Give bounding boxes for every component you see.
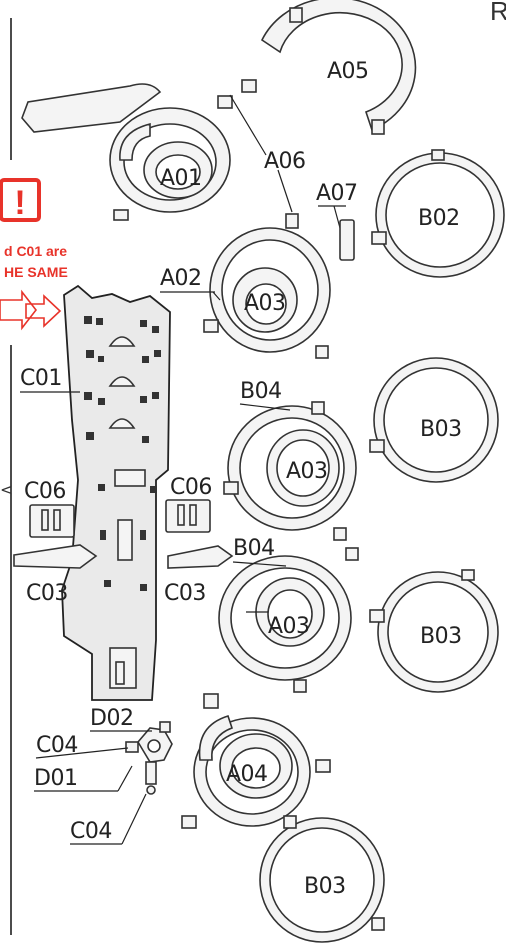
leader-D01-b [117, 765, 133, 792]
leader-A06-b [277, 169, 293, 213]
warning-icon [0, 178, 41, 222]
label-A02: A02 [160, 266, 202, 291]
label-C03-left: C03 [26, 581, 68, 606]
leader-B04-lower [232, 561, 287, 567]
leader-A07-b [333, 205, 341, 229]
left-edge-mark: < [0, 480, 13, 499]
label-C06-left: C06 [24, 479, 66, 504]
part-A05 [241, 0, 417, 135]
leader-A06-a [229, 94, 267, 156]
label-B02: B02 [418, 206, 460, 231]
label-A01: A01 [160, 166, 202, 191]
part-A03-middle [266, 429, 340, 507]
label-A04: A04 [226, 762, 268, 787]
part-A03-lower [255, 577, 325, 647]
part-C03-right [167, 545, 234, 569]
part-B03-middle [369, 569, 499, 693]
warning-line-2: HE SAME [4, 264, 68, 280]
label-D02: D02 [90, 706, 133, 731]
label-A03-middle: A03 [286, 459, 328, 484]
part-B03-lower [259, 815, 385, 943]
part-A03-top [232, 267, 298, 333]
part-B03-upper [369, 357, 499, 483]
part-C06-left [29, 504, 75, 538]
label-C01: C01 [20, 366, 62, 391]
label-A06: A06 [264, 149, 306, 174]
label-C04-bottom: C04 [70, 819, 112, 844]
label-B03-middle: B03 [420, 624, 462, 649]
part-A07 [339, 219, 355, 261]
part-D02-cluster [125, 721, 173, 795]
warning-exclamation: ! [14, 184, 25, 222]
part-C03-left [13, 544, 98, 569]
label-A05: A05 [327, 59, 369, 84]
leader-A02-b [212, 291, 221, 301]
label-A03-top: A03 [244, 291, 286, 316]
warning-line-1: d C01 are [4, 243, 67, 259]
label-B03-lower: B03 [304, 874, 346, 899]
part-C01 [61, 284, 171, 701]
label-C06-right: C06 [170, 475, 212, 500]
label-A03-lower: A03 [268, 614, 310, 639]
part-B02 [371, 149, 505, 278]
part-A01 [21, 83, 233, 221]
leader-B04-upper [239, 403, 291, 411]
warning-badge: ! [0, 178, 41, 222]
label-A07: A07 [316, 181, 358, 206]
warning-arrows [0, 289, 62, 331]
leader-C04-bottom-b [121, 793, 147, 845]
part-C06-right [165, 499, 211, 533]
page-letter: R [490, 0, 506, 26]
leader-C04-top [35, 747, 129, 759]
label-C03-right: C03 [164, 581, 206, 606]
part-A04 [181, 693, 331, 829]
label-B04-lower: B04 [233, 536, 275, 561]
label-B04-upper: B04 [240, 379, 282, 404]
label-D01: D01 [34, 766, 77, 791]
label-B03-upper: B03 [420, 417, 462, 442]
